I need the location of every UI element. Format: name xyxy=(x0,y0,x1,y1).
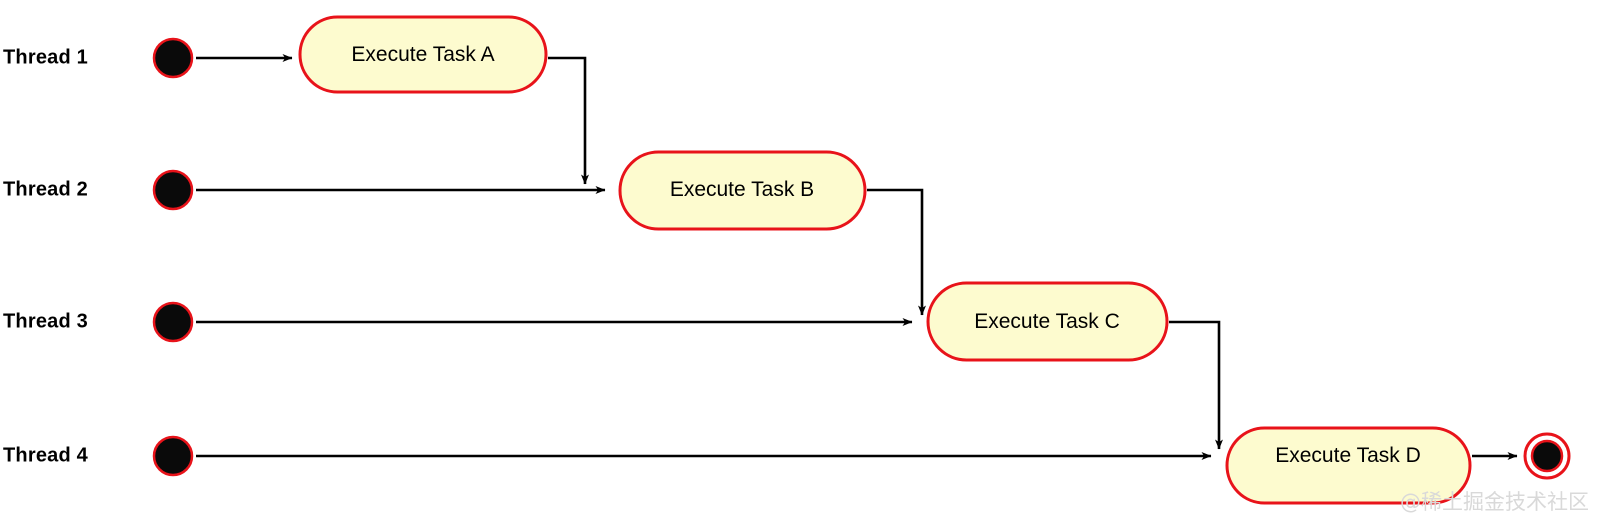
initial-node-thread-3 xyxy=(152,301,194,343)
taskC-to-taskD xyxy=(1169,320,1223,450)
initial-node-thread-1 xyxy=(152,37,194,79)
thread-label-2: Thread 2 xyxy=(3,178,88,201)
activity-label-a: Execute Task A xyxy=(351,43,495,66)
initial-node-thread-2 xyxy=(152,169,194,211)
thread-label-1: Thread 1 xyxy=(3,46,88,69)
activity-node-b[interactable] xyxy=(618,150,867,231)
taskA-to-taskB xyxy=(548,56,589,185)
final-node-inner-disc xyxy=(1530,439,1564,473)
activity-node-d[interactable] xyxy=(1225,426,1472,505)
thread-label-4: Thread 4 xyxy=(3,444,88,467)
activity-label-b: Execute Task B xyxy=(669,178,815,201)
activity-node-c[interactable] xyxy=(926,281,1169,362)
edges-group xyxy=(196,54,1518,460)
thread-label-3: Thread 3 xyxy=(3,310,88,333)
activity-label-c: Execute Task C xyxy=(974,310,1120,333)
taskB-to-taskC xyxy=(867,188,926,316)
activity-node-a[interactable] xyxy=(298,15,548,94)
activity-label-d: Execute Task D xyxy=(1275,444,1421,467)
nodes-group xyxy=(152,15,1571,505)
initial-node-thread-4 xyxy=(152,435,194,477)
